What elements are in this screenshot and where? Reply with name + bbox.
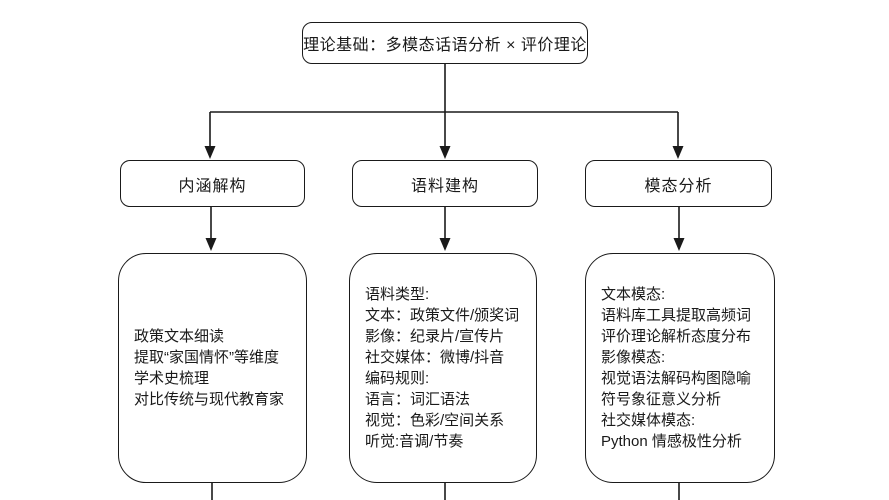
detail-line: 对比传统与现代教育家 [134,391,285,408]
node-theory-foundation: 理论基础：多模态话语分析 × 评价理论 [302,22,588,64]
detail-line: 文本模态: [601,286,666,303]
node-modality-analysis: 模态分析 [585,160,772,207]
panel-connotation-details: 政策文本细读 提取“家国情怀”等维度 学术史梳理 对比传统与现代教育家 [118,253,307,483]
arrowhead-panel-mid [439,238,451,251]
detail-line: 符号象征意义分析 [601,391,722,408]
detail-line: 语料类型: [365,286,430,303]
detail-line: 社交媒体模态: [601,412,696,429]
detail-line: 提取“家国情怀”等维度 [134,349,279,366]
detail-line: 影像模态: [601,349,666,366]
detail-line: 视觉语法解码构图隐喻 [601,370,752,387]
detail-line: 影像：纪录片/宣传片 [365,328,505,345]
panel-corpus-details: 语料类型: 文本：政策文件/颁奖词 影像：纪录片/宣传片 社交媒体：微博/抖音 … [349,253,537,483]
node-connotation-deconstruction: 内涵解构 [120,160,305,207]
arrowhead-right [672,146,684,159]
detail-line: 听觉:音调/节奏 [365,433,464,450]
arrowhead-mid [439,146,451,159]
arrowhead-panel-left [205,238,217,251]
node-modality-label: 模态分析 [644,177,713,195]
detail-line: 文本：政策文件/颁奖词 [365,307,520,324]
panel-modality-details: 文本模态: 语料库工具提取高频词 评价理论解析态度分布 影像模态: 视觉语法解码… [585,253,775,483]
detail-line: 学术史梳理 [134,370,210,387]
node-corpus-construction: 语料建构 [352,160,538,207]
detail-line: 评价理论解析态度分布 [601,328,752,345]
detail-line: Python 情感极性分析 [601,433,742,450]
detail-line: 视觉：色彩/空间关系 [365,412,505,429]
arrowhead-panel-right [673,238,685,251]
detail-line: 政策文本细读 [134,328,225,345]
detail-line: 语料库工具提取高频词 [601,307,752,324]
node-corpus-label: 语料建构 [410,177,479,195]
node-connotation-label: 内涵解构 [178,177,247,195]
arrowhead-left [204,146,216,159]
detail-line: 社交媒体：微博/抖音 [365,349,505,366]
detail-line: 编码规则: [365,370,430,387]
node-theory-foundation-label: 理论基础：多模态话语分析 × 评价理论 [303,37,587,54]
detail-line: 语言：词汇语法 [365,391,471,408]
